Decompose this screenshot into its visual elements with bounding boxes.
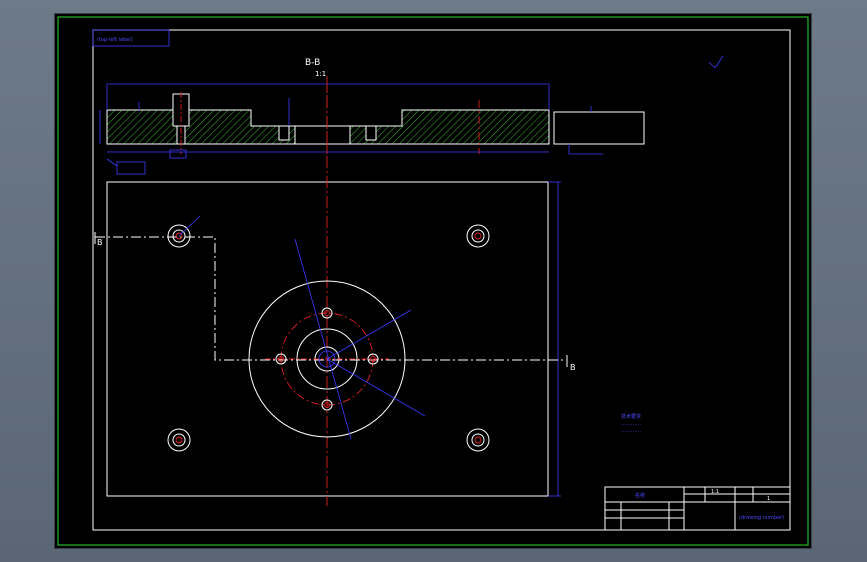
cad-viewport[interactable]: (top-left label) B-B 1:1 [54, 13, 812, 549]
section-title: B-B [305, 58, 320, 68]
title-sheet-value: 1 [767, 496, 770, 502]
svg-text:…………: ………… [621, 421, 641, 427]
roughness-mark [708, 55, 724, 69]
title-block: 名称 1:1 1 (drawing number) [604, 486, 791, 531]
title-scale-value: 1:1 [711, 489, 719, 495]
scale-label: 1:1 [315, 70, 326, 78]
section-view [99, 83, 645, 175]
svg-text:…………: ………… [621, 428, 641, 434]
svg-text:技术要求: 技术要求 [621, 413, 641, 420]
plan-view: B B [94, 76, 576, 506]
cad-drawing: (top-left label) B-B 1:1 [57, 16, 809, 546]
title-name-cell: 名称 [635, 492, 645, 499]
corner-label-box [92, 29, 170, 47]
outer-frame [57, 16, 809, 546]
section-mark-left: B [97, 238, 103, 247]
section-mark-right: B [570, 363, 576, 372]
drawing-border [92, 29, 791, 531]
technical-notes: 技术要求 ………… ………… [621, 413, 641, 434]
title-drawing-no: (drawing number) [739, 515, 784, 521]
corner-label: (top-left label) [97, 37, 133, 43]
